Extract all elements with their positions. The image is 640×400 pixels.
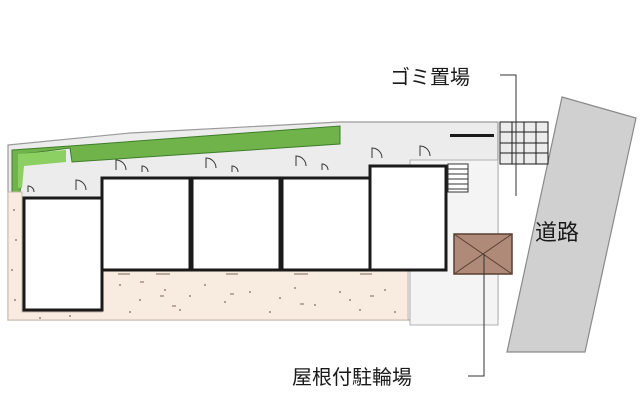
unit-4 <box>280 176 372 272</box>
gravel-texture <box>11 209 396 319</box>
garden-hedge-inner <box>18 150 66 188</box>
leader-lines <box>468 74 517 377</box>
gravel-marks <box>118 273 374 307</box>
exterior-stairs <box>447 163 469 193</box>
door-symbols <box>27 145 431 193</box>
garbage-area-label: ゴミ置場 <box>390 65 470 89</box>
garbage-area <box>499 121 549 165</box>
boundary-wall <box>450 134 494 137</box>
unit-3 <box>190 176 282 272</box>
building-units <box>22 164 448 312</box>
unit-5 <box>368 164 448 272</box>
road-label: 道路 <box>535 221 579 246</box>
unit-1 <box>22 196 104 312</box>
unit-2 <box>100 176 192 272</box>
bike-shelter <box>453 233 513 275</box>
bike-shelter-label: 屋根付駐輪場 <box>292 365 412 389</box>
road-area <box>506 96 637 353</box>
